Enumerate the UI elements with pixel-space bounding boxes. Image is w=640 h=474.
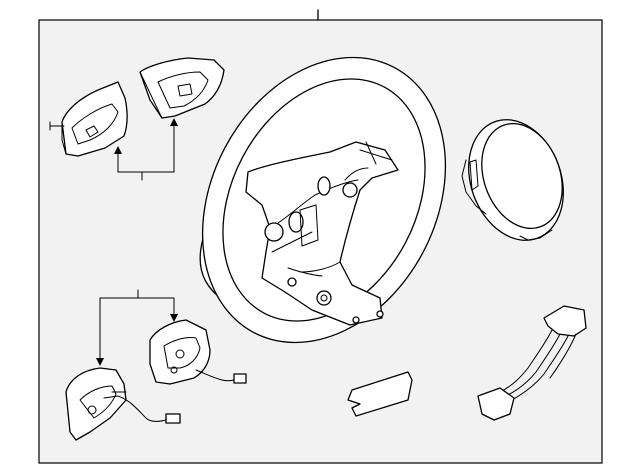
horn-pad[interactable]	[453, 106, 580, 253]
upper-switch-leader	[114, 118, 178, 181]
wiring-harness[interactable]	[477, 305, 587, 421]
trim-cover[interactable]	[347, 371, 413, 417]
upper-left-switch[interactable]	[49, 81, 128, 157]
lower-left-switch[interactable]	[65, 367, 181, 441]
lower-right-switch[interactable]	[149, 319, 247, 385]
lower-switch-leader	[96, 289, 178, 366]
upper-right-switch[interactable]	[139, 57, 225, 119]
steering-wheel[interactable]	[155, 15, 494, 385]
